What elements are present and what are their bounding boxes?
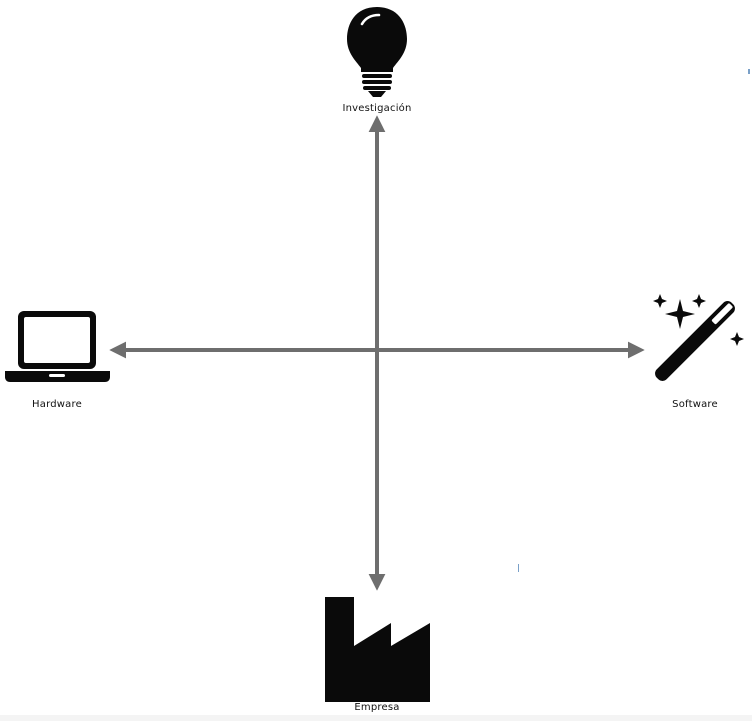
label-software: Software bbox=[672, 399, 718, 410]
stray-mark bbox=[748, 69, 750, 74]
label-investigacion: Investigación bbox=[342, 103, 412, 114]
label-hardware: Hardware bbox=[32, 399, 82, 410]
factory-icon bbox=[325, 597, 430, 702]
lightbulb-icon bbox=[347, 7, 407, 97]
magic-wand-icon bbox=[653, 294, 744, 381]
laptop-icon bbox=[5, 311, 110, 382]
label-empresa: Empresa bbox=[354, 702, 400, 713]
stray-mark bbox=[518, 564, 519, 572]
bottom-edge-strip bbox=[0, 715, 752, 721]
